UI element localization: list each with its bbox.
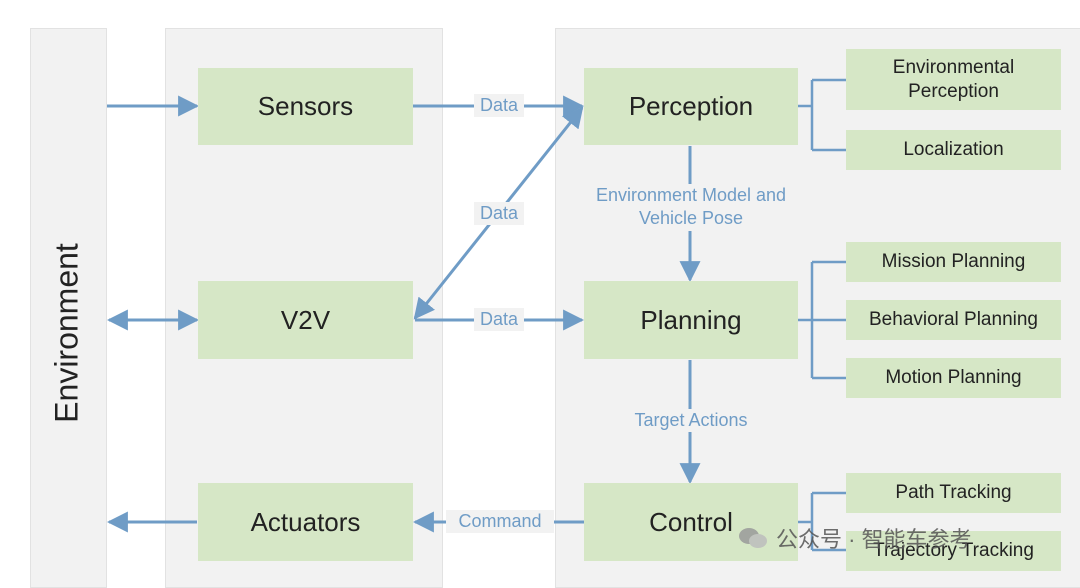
wechat-icon [739, 528, 767, 548]
target-actions-label: Target Actions [612, 409, 770, 433]
watermark-text: 公众号 · 智能车参考 [776, 527, 972, 552]
sensors-block: Sensors [198, 68, 413, 145]
motion-planning-block: Motion Planning [846, 358, 1061, 398]
planning-bracket [798, 260, 846, 380]
sensors-perception-data-label: Data [474, 94, 524, 118]
environment-panel [30, 28, 107, 588]
environmental-perception-block: Environmental Perception [846, 49, 1061, 110]
mission-planning-block: Mission Planning [846, 242, 1061, 282]
path-tracking-block: Path Tracking [846, 473, 1061, 513]
trajectory-tracking-block: Trajectory Tracking [846, 531, 1061, 571]
localization-block: Localization [846, 130, 1061, 170]
watermark: 公众号 · 智能车参考 [738, 522, 972, 554]
planning-block: Planning [584, 281, 798, 359]
v2v-planning-data-label: Data [474, 308, 524, 332]
control-block: Control [584, 483, 798, 561]
command-label: Command [446, 510, 554, 534]
perception-block: Perception [584, 68, 798, 145]
actuators-block: Actuators [198, 483, 413, 561]
v2v-perception-data-label: Data [474, 202, 524, 226]
perception-bracket [798, 78, 846, 152]
v2v-block: V2V [198, 281, 413, 359]
control-bracket [798, 491, 846, 552]
environment-model-label: Environment Model and Vehicle Pose [588, 184, 794, 231]
behavioral-planning-block: Behavioral Planning [846, 300, 1061, 340]
